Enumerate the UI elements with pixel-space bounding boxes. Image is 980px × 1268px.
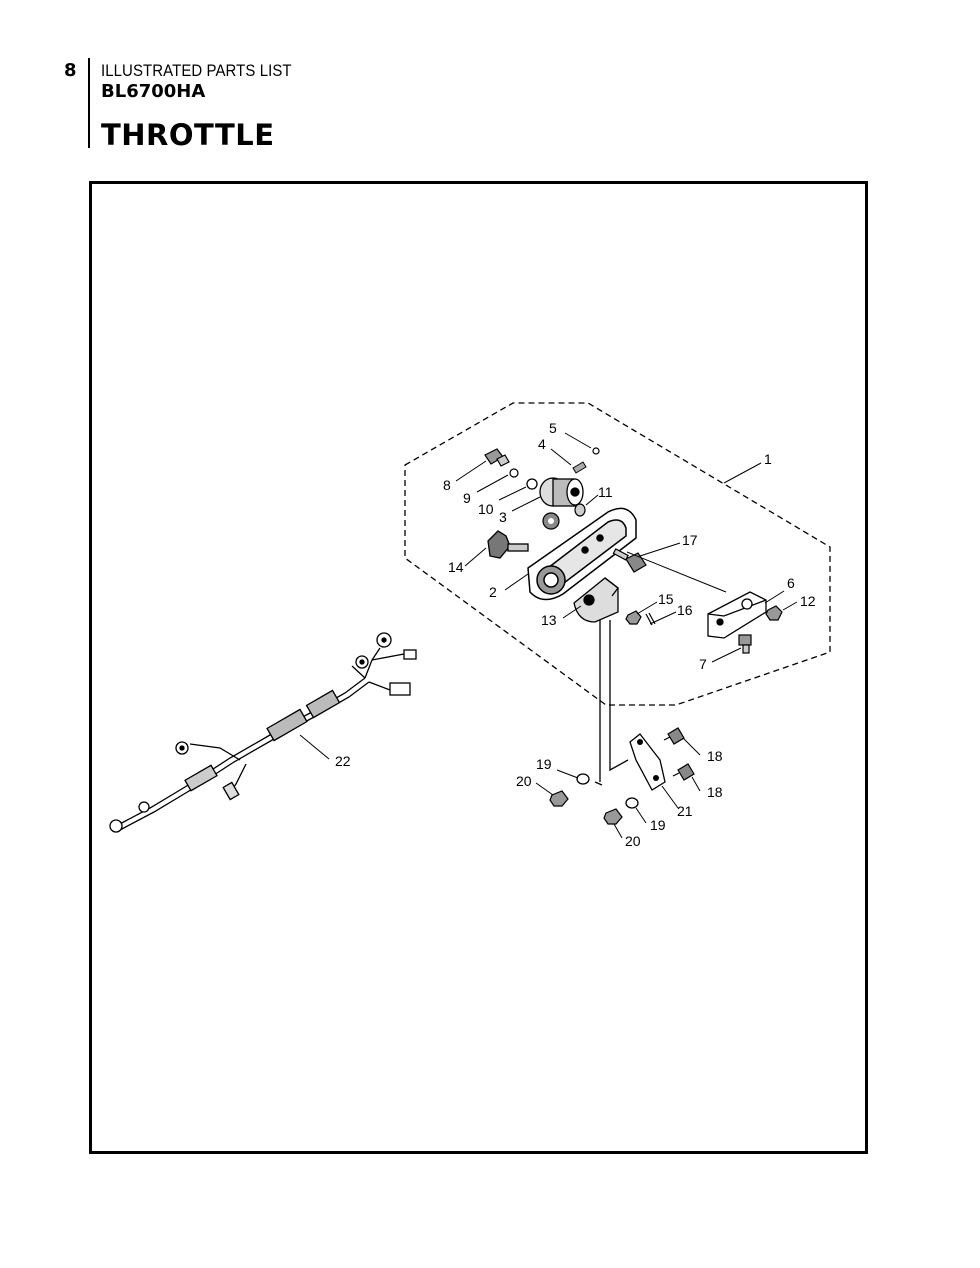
- throttle-lever-body: [527, 507, 637, 601]
- callout-11: 11: [598, 484, 613, 500]
- washer-9: [509, 468, 519, 478]
- bolt-8: [484, 448, 510, 467]
- assembly-boundary: [404, 402, 831, 706]
- callout-4: 4: [538, 436, 546, 452]
- bolt-18a: [663, 727, 685, 745]
- callout-18a: 18: [707, 748, 723, 764]
- ball-5: [592, 447, 600, 455]
- nut-20a: [549, 790, 569, 807]
- callout-8: 8: [443, 477, 451, 493]
- throttle-knob-14: [487, 530, 529, 559]
- callout-20b: 20: [625, 833, 641, 849]
- nut-20b: [603, 808, 623, 825]
- cam-plate-13: [573, 577, 619, 623]
- callout-16: 16: [677, 602, 693, 618]
- nut-12: [765, 605, 783, 621]
- callout-20a: 20: [516, 773, 532, 789]
- callout-5: 5: [549, 420, 557, 436]
- page-number: 8: [64, 60, 77, 81]
- bolt-7: [738, 634, 752, 654]
- callout-13: 13: [541, 612, 557, 628]
- callout-1: 1: [764, 451, 772, 467]
- link-plate-6: [707, 591, 767, 639]
- washer-19b: [625, 797, 639, 809]
- callout-10: 10: [478, 501, 494, 517]
- section-title: THROTTLE: [101, 118, 275, 152]
- pin-4: [572, 461, 587, 474]
- callout-7: 7: [699, 656, 707, 672]
- callout-labels: 1 2 3 4 5 6 7 8 9 10 11 12 13 14 15 16 1…: [335, 420, 816, 849]
- friction-knob: [539, 477, 584, 507]
- leader-lines: [299, 432, 798, 839]
- throttle-cable-harness-22: [109, 632, 417, 833]
- throttle-rod: [599, 620, 629, 782]
- callout-2: 2: [489, 584, 497, 600]
- header-divider: [88, 58, 90, 148]
- callout-6: 6: [787, 575, 795, 591]
- callout-17: 17: [682, 532, 698, 548]
- diagram-frame: [89, 181, 868, 1154]
- callout-9: 9: [463, 490, 471, 506]
- bolt-17: [612, 548, 647, 573]
- bracket-21: [629, 733, 666, 791]
- callout-19b: 19: [650, 817, 666, 833]
- spacer-11: [574, 503, 586, 517]
- callout-12: 12: [800, 593, 816, 609]
- callout-14: 14: [448, 559, 464, 575]
- callout-21: 21: [677, 803, 693, 819]
- model-number: BL6700HA: [101, 81, 206, 102]
- cotter-pin-16: [645, 612, 656, 626]
- washer-10: [526, 478, 538, 490]
- washer-19a: [576, 773, 590, 785]
- callout-3: 3: [499, 509, 507, 525]
- callout-18b: 18: [707, 784, 723, 800]
- document-kind: ILLUSTRATED PARTS LIST: [101, 61, 292, 80]
- callout-22: 22: [335, 753, 351, 769]
- callout-15: 15: [658, 591, 674, 607]
- callout-19a: 19: [536, 756, 552, 772]
- bolt-18b: [672, 763, 695, 781]
